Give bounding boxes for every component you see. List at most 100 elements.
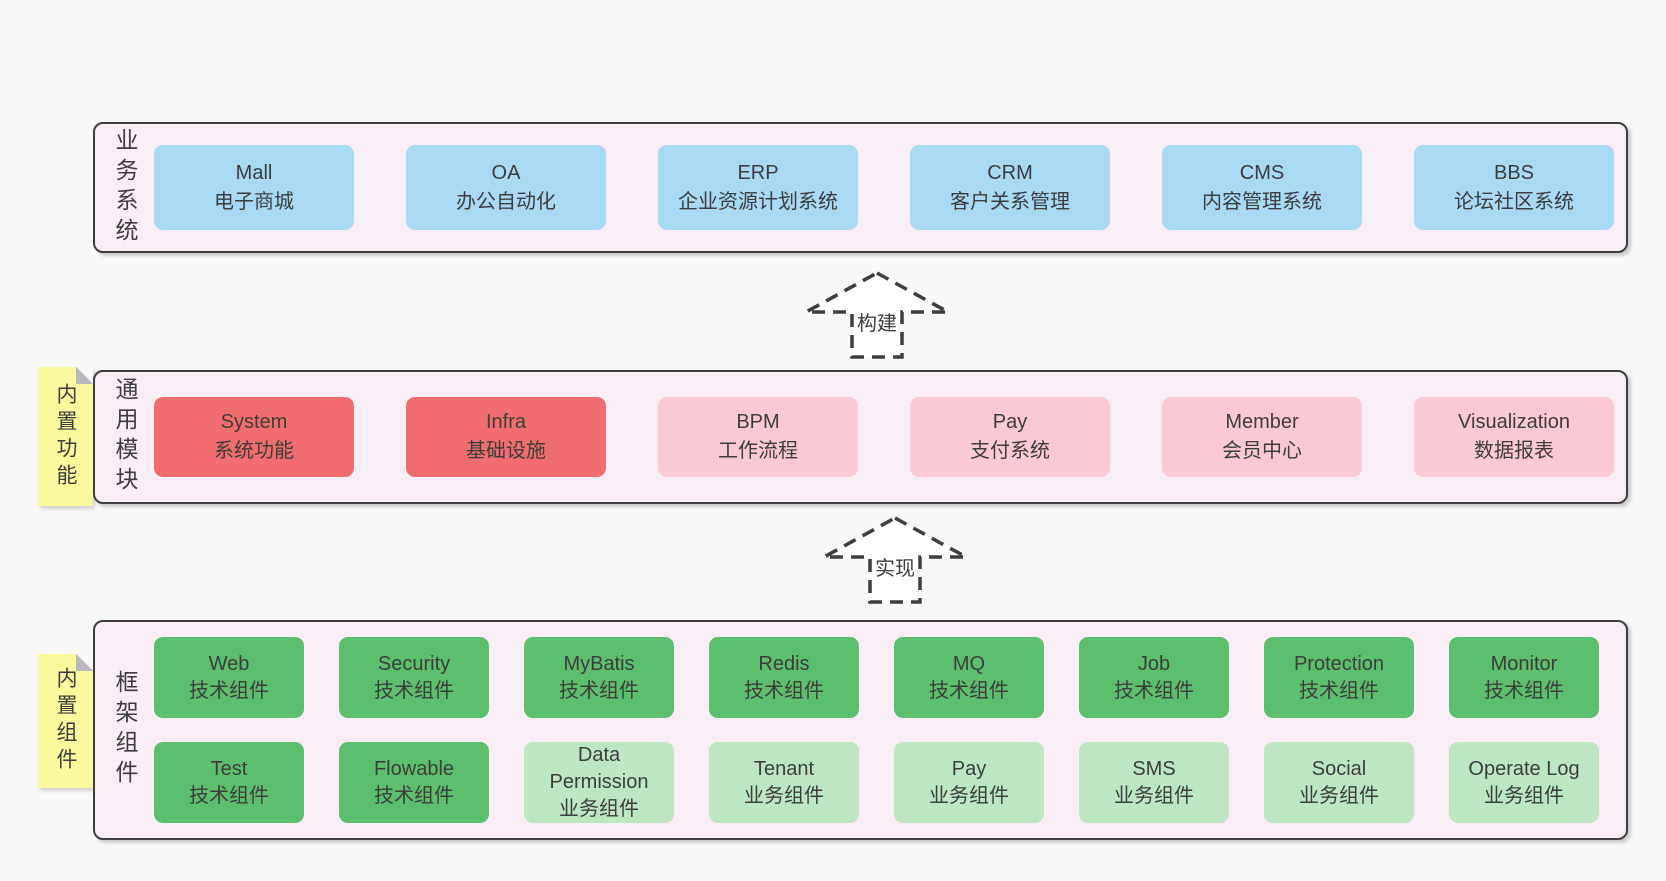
box-pay: Pay 业务组件 bbox=[894, 742, 1044, 823]
box-desc: 业务组件 bbox=[1484, 784, 1564, 807]
box-tenant: Tenant 业务组件 bbox=[709, 742, 859, 823]
box-mall: Mall 电子商城 bbox=[154, 145, 354, 230]
box-name: Job bbox=[1137, 652, 1171, 675]
layer-title: 业务系统 bbox=[112, 127, 138, 248]
layer-side-label-column: 通用模块 bbox=[95, 372, 154, 502]
box-job: Job 技术组件 bbox=[1079, 637, 1229, 718]
sticky-note-label: 内置功能 bbox=[54, 382, 77, 491]
box-desc: 基础设施 bbox=[466, 440, 546, 462]
box-social: Social 业务组件 bbox=[1264, 742, 1414, 823]
box-name: Pay bbox=[951, 757, 987, 780]
box-operate-log: Operate Log 业务组件 bbox=[1449, 742, 1599, 823]
box-desc: 技术组件 bbox=[189, 784, 269, 807]
box-name: System bbox=[220, 411, 288, 433]
box-desc: 业务组件 bbox=[1114, 784, 1194, 807]
box-name: Social bbox=[1311, 757, 1367, 780]
box-name: BBS bbox=[1493, 161, 1535, 184]
box-name: Pay bbox=[992, 411, 1028, 433]
box-desc: 技术组件 bbox=[374, 679, 454, 702]
box-web: Web 技术组件 bbox=[154, 637, 304, 718]
box-name: Tenant bbox=[753, 757, 815, 780]
box-desc: 业务组件 bbox=[744, 784, 824, 807]
box-name: OA bbox=[491, 161, 521, 184]
box-desc: 技术组件 bbox=[374, 784, 454, 807]
layer-side-label-column: 业务系统 bbox=[95, 124, 154, 251]
box-name: Security bbox=[377, 652, 451, 675]
box-desc: 内容管理系统 bbox=[1202, 190, 1322, 213]
box-name: MyBatis bbox=[563, 652, 635, 675]
box-name: Operate Log bbox=[1468, 757, 1580, 780]
box-desc: 电子商城 bbox=[214, 190, 294, 213]
box-security: Security 技术组件 bbox=[339, 637, 489, 718]
box-flowable: Flowable 技术组件 bbox=[339, 742, 489, 823]
box-desc: 数据报表 bbox=[1474, 440, 1554, 462]
box-desc: 技术组件 bbox=[1484, 679, 1564, 702]
box-name: Flowable bbox=[373, 757, 455, 780]
layer-side-label-column: 框架组件 bbox=[95, 622, 154, 838]
box-desc: 技术组件 bbox=[1299, 679, 1379, 702]
box-system: System 系统功能 bbox=[154, 397, 354, 477]
sticky-note-label: 内置组件 bbox=[54, 667, 77, 775]
box-name: ERP bbox=[737, 161, 779, 184]
box-desc: 办公自动化 bbox=[456, 190, 556, 213]
box-name: Visualization bbox=[1458, 411, 1570, 433]
box-desc: 支付系统 bbox=[970, 440, 1050, 462]
box-name: CRM bbox=[987, 161, 1033, 184]
layer-framework-components: 框架组件 Web 技术组件 Security 技术组件 MyBatis 技术组件 Redis… bbox=[93, 620, 1628, 840]
box-name: Web bbox=[208, 652, 250, 675]
box-name: Mall bbox=[235, 161, 273, 184]
box-cms: CMS 内容管理系统 bbox=[1162, 145, 1362, 230]
box-bbs: BBS 论坛社区系统 bbox=[1414, 145, 1614, 230]
box-name: BPM bbox=[736, 411, 780, 433]
box-desc: 技术组件 bbox=[1114, 679, 1194, 702]
layer-common-modules: 通用模块 System 系统功能 Infra 基础设施 BPM 工作流程 Pay 支付系统 Me… bbox=[93, 370, 1628, 504]
box-desc: 业务组件 bbox=[1299, 784, 1379, 807]
arrow-label: 实现 bbox=[872, 558, 918, 580]
box-name: Protection bbox=[1293, 652, 1385, 675]
layer-title: 通用模块 bbox=[112, 377, 138, 497]
box-infra: Infra 基础设施 bbox=[406, 397, 606, 477]
box-name: MQ bbox=[952, 652, 986, 675]
folded-corner-icon bbox=[76, 367, 93, 384]
box-desc: 工作流程 bbox=[718, 440, 798, 462]
arrow-up-implement: 实现 bbox=[820, 514, 970, 606]
box-desc: 系统功能 bbox=[214, 440, 294, 462]
box-desc: 会员中心 bbox=[1222, 440, 1302, 462]
box-name: CMS bbox=[1239, 161, 1285, 184]
box-crm: CRM 客户关系管理 bbox=[910, 145, 1110, 230]
box-name: Test bbox=[210, 757, 248, 780]
box-pay: Pay 支付系统 bbox=[910, 397, 1110, 477]
box-mybatis: MyBatis 技术组件 bbox=[524, 637, 674, 718]
box-desc: 业务组件 bbox=[559, 798, 639, 820]
box-protection: Protection 技术组件 bbox=[1264, 637, 1414, 718]
box-name: Redis bbox=[758, 652, 810, 675]
module-boxes: System 系统功能 Infra 基础设施 BPM 工作流程 Pay 支付系统 Member 会… bbox=[154, 372, 1628, 502]
box-oa: OA 办公自动化 bbox=[406, 145, 606, 230]
box-desc: 业务组件 bbox=[929, 784, 1009, 807]
box-bpm: BPM 工作流程 bbox=[658, 397, 858, 477]
sticky-note-built-in-features: 内置功能 bbox=[38, 367, 93, 506]
box-desc: 技术组件 bbox=[189, 679, 269, 702]
box-name: Monitor bbox=[1490, 652, 1558, 675]
box-test: Test 技术组件 bbox=[154, 742, 304, 823]
arrow-up-build: 构建 bbox=[802, 269, 952, 361]
folded-corner-icon bbox=[76, 654, 93, 671]
box-desc: 技术组件 bbox=[559, 679, 639, 702]
box-desc: 客户关系管理 bbox=[950, 190, 1070, 213]
box-sms: SMS 业务组件 bbox=[1079, 742, 1229, 823]
box-name: Infra bbox=[485, 411, 527, 433]
layer-title: 框架组件 bbox=[112, 670, 138, 790]
arrow-label: 构建 bbox=[854, 313, 900, 335]
box-name: SMS bbox=[1132, 757, 1176, 780]
box-desc: 论坛社区系统 bbox=[1454, 190, 1574, 213]
box-name: Member bbox=[1225, 411, 1299, 433]
